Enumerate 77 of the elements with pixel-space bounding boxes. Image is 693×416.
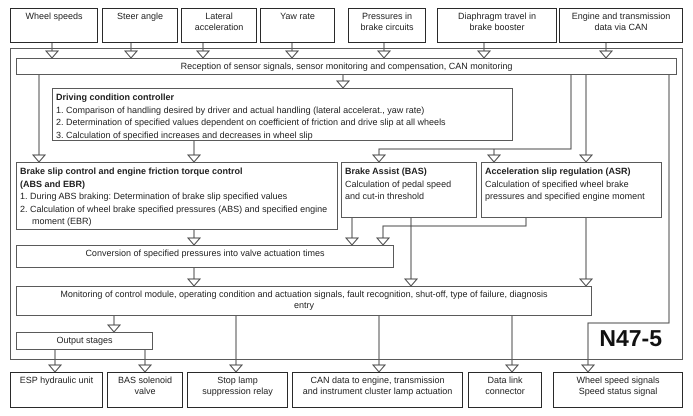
list-item: 2. Calculation of wheel brake specified pressures (ABS) and specified engine moment (EBR) — [20, 202, 328, 228]
box-label: Speed status signal — [578, 386, 658, 397]
signal-box — [107, 372, 183, 408]
box-heading: Driving condition controller — [56, 91, 176, 104]
arrow — [372, 316, 386, 372]
process-box — [16, 58, 677, 75]
unit-designation: N47-5 — [599, 327, 662, 350]
signal-box — [553, 372, 683, 408]
control-unit-frame — [10, 48, 683, 360]
function-box — [481, 162, 662, 218]
signal-box — [10, 372, 103, 408]
arrow — [506, 316, 518, 372]
arrow — [478, 42, 490, 58]
arrow — [286, 42, 298, 58]
box-label: Stop lamp suppression relay — [201, 375, 274, 397]
arrow — [378, 42, 390, 58]
arrow — [336, 74, 350, 88]
arrow — [600, 42, 612, 58]
box-label: Wheel speeds — [25, 11, 83, 22]
arrow — [580, 218, 592, 286]
arrow — [188, 268, 200, 286]
signal-box — [187, 372, 288, 408]
arrow — [404, 218, 418, 286]
box-label: Engine and transmission data via CAN — [570, 11, 672, 33]
list-item: 2. Determination of specified values dependent on coefficient of friction and drive slip at all wheels — [56, 116, 447, 128]
arrow — [46, 42, 58, 58]
box-label: Wheel speed signals — [576, 375, 660, 386]
signal-box — [468, 372, 542, 408]
box-label: ESP hydraulic unit — [20, 375, 94, 386]
arrow — [32, 74, 46, 162]
box-label: BAS solenoid valve — [116, 375, 174, 397]
box-label: Pressures in brake circuits — [359, 11, 414, 33]
signal-box — [260, 8, 335, 43]
arrow — [580, 74, 592, 162]
box-label: CAN data to engine, transmission and instrument cluster lamp actuation — [302, 375, 452, 397]
arrow — [138, 350, 152, 372]
box-heading: Brake Assist (BAS) — [345, 165, 428, 178]
function-box — [16, 162, 338, 230]
arrow — [108, 316, 120, 332]
signal-box — [102, 8, 178, 43]
arrow — [346, 218, 358, 246]
arrow — [124, 42, 138, 58]
arrow — [188, 140, 200, 162]
signal-box — [559, 8, 683, 43]
list-item: 3. Calculation of specified increases and decreases in wheel slip — [56, 128, 314, 141]
box-label: Monitoring of control module, operating condition and actuation signals, fault recognition, shut-off, type of failure, diagnosis entry — [59, 289, 549, 311]
signal-box — [292, 372, 463, 408]
function-box — [52, 88, 513, 141]
function-box — [341, 162, 477, 218]
process-box — [16, 245, 394, 268]
box-label: Reception of sensor signals, sensor monitoring and compensation, CAN monitoring — [180, 61, 512, 72]
arrow — [48, 350, 62, 372]
arrow — [196, 42, 210, 58]
list-item: 1. Comparison of handling desired by driver and actual handling (lateral accelerat., yaw rate) — [56, 104, 426, 116]
signal-box — [10, 8, 98, 43]
box-description: Calculation of pedal speed and cut-in threshold — [345, 178, 452, 202]
box-description: Calculation of specified wheel brake pressures and specified engine moment — [485, 178, 646, 202]
box-label: Lateral acceleration — [194, 11, 244, 33]
box-heading: Brake slip control and engine friction torque control (ABS and EBR) — [20, 165, 244, 190]
arrow — [230, 316, 242, 372]
box-label: Yaw rate — [280, 11, 315, 22]
signal-box — [348, 8, 426, 43]
arrow — [488, 74, 572, 162]
arrow — [582, 74, 670, 372]
box-label: Diaphragm travel in brake booster — [456, 11, 538, 33]
box-label: Conversion of specified pressures into valve actuation times — [85, 248, 325, 259]
signal-box — [181, 8, 257, 43]
box-label: Data link connector — [484, 375, 526, 397]
arrow — [188, 230, 200, 246]
list-item: 1. During ABS braking: Determination of brake slip specified values — [20, 190, 288, 202]
arrow — [376, 218, 526, 246]
box-label: Output stages — [56, 335, 113, 346]
signal-box — [437, 8, 557, 43]
process-box — [16, 332, 153, 350]
process-box — [16, 286, 592, 316]
box-label: Steer angle — [116, 11, 164, 22]
box-heading: Acceleration slip regulation (ASR) — [485, 165, 632, 178]
